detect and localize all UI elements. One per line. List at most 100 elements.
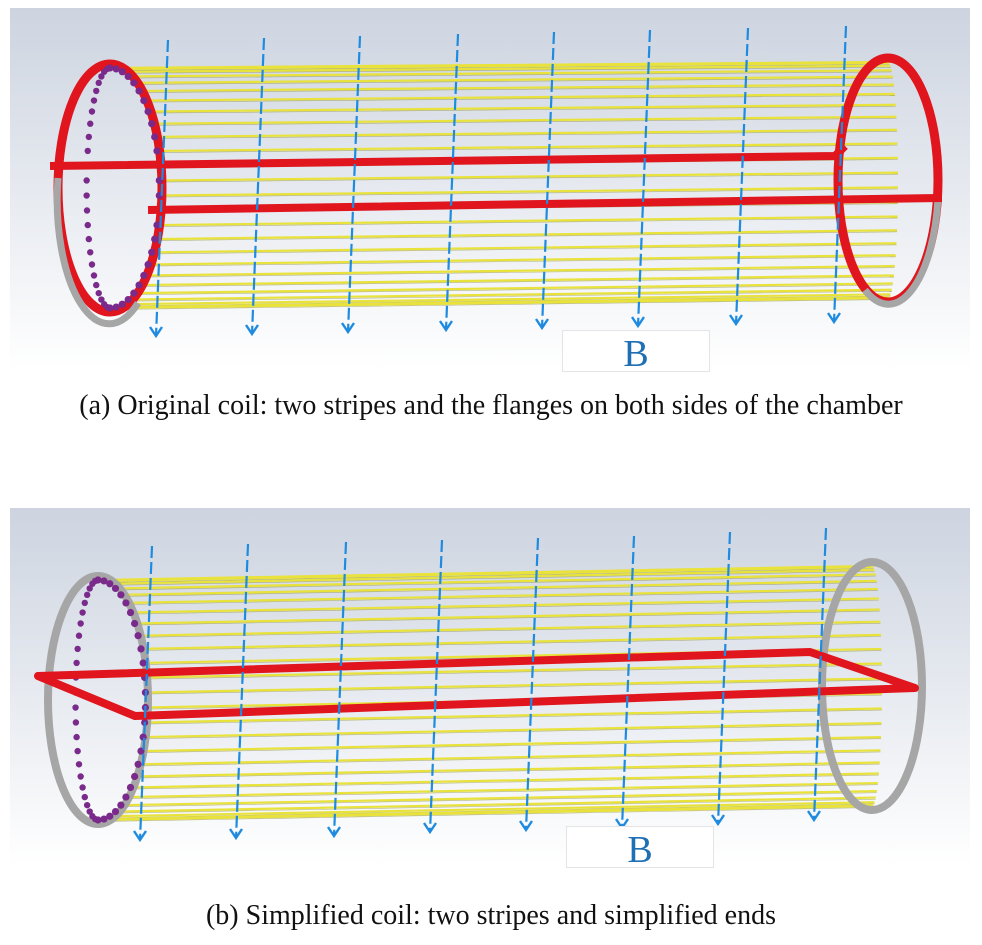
wire-end-dot <box>83 192 90 199</box>
wire-end-dots <box>83 64 163 312</box>
field-arrow-line <box>716 531 732 825</box>
wire-end-dot <box>74 645 81 653</box>
coil-wire-shadow <box>154 231 898 241</box>
coil-wire-shadow <box>144 664 882 680</box>
coil-wire <box>116 61 890 71</box>
coil-wire <box>128 69 892 78</box>
coil-wire-shadow <box>145 679 882 695</box>
coil-wire <box>151 115 897 125</box>
field-arrow-line <box>250 37 266 335</box>
field-arrow-head <box>711 814 725 827</box>
wire-end-dot <box>93 87 100 95</box>
wire-end-dot <box>140 271 148 280</box>
coil-wire <box>156 215 898 227</box>
wire-end-dot <box>79 784 86 791</box>
wire-end-dot <box>93 281 100 289</box>
field-arrow-head <box>133 830 147 843</box>
wire-end-dot <box>117 591 125 599</box>
wire-end-dot <box>89 580 96 587</box>
coil-wire <box>122 293 891 306</box>
field-arrow-head <box>149 326 163 339</box>
wire-end-dot <box>124 295 132 304</box>
right-end-ring <box>818 558 926 814</box>
coil-wire-shadow <box>159 173 898 183</box>
coil-wire-shadow <box>130 774 879 790</box>
coil-wire-shadow <box>109 803 875 819</box>
wire-end-dot <box>98 73 105 80</box>
wire-end-dot <box>111 584 120 593</box>
field-arrow-head <box>729 314 743 327</box>
wire-end-dot <box>134 760 142 768</box>
left-end-ring <box>44 572 152 828</box>
wire-end-dot <box>130 619 139 628</box>
coil-wire <box>138 749 881 766</box>
wire-end-dot <box>83 801 91 809</box>
wire-end-dot <box>111 807 120 816</box>
coil-wires <box>109 60 898 310</box>
wire-end-dot <box>122 793 130 801</box>
wire-end-dot <box>148 248 156 256</box>
wire-end-dot <box>135 281 143 289</box>
wire-end-dot <box>77 620 84 627</box>
wire-end-dot <box>94 816 102 824</box>
coil-wire <box>122 64 891 73</box>
coil-wire-shadow <box>122 295 891 307</box>
wire-end-dot <box>75 761 83 768</box>
field-arrow-line <box>138 545 154 841</box>
wire-end-dot <box>83 207 91 214</box>
left-ring-lower <box>53 177 141 328</box>
coil-wire-shadow <box>151 244 897 255</box>
wire-end-dot <box>85 133 93 141</box>
coil-wire-shadow <box>143 267 895 278</box>
coil-wire-shadow <box>128 291 892 302</box>
wire-end-dot <box>122 599 130 607</box>
wire-end-dot <box>74 747 81 755</box>
coil-wire <box>133 75 893 84</box>
wire-end-dot <box>134 632 142 640</box>
coil-wire <box>143 721 882 739</box>
field-arrow-head <box>519 820 533 833</box>
coil-wire-shadow <box>151 118 897 126</box>
wire-end-dot <box>79 609 86 616</box>
wire-end-dot <box>106 580 114 588</box>
field-arrow-line <box>812 527 828 821</box>
coil-wire-shadow <box>97 807 873 822</box>
caption-original-coil: (a) Original coil: two stripes and the f… <box>79 390 903 421</box>
coil-wire-shadow <box>140 636 882 651</box>
coil-wire <box>145 677 883 694</box>
coil-wire-shadow <box>115 575 876 591</box>
coil-wire <box>148 103 896 113</box>
wire-end-dot <box>90 97 98 104</box>
wire-end-dot <box>98 296 105 303</box>
coil-wire <box>154 128 898 139</box>
wire-end-dot <box>85 235 93 243</box>
field-arrow-line <box>154 39 170 337</box>
coil-wire-shadow <box>156 144 898 153</box>
coil-wire-shadow <box>115 798 876 814</box>
field-label-b: B <box>623 333 649 375</box>
coil-wire <box>97 804 873 822</box>
wire-end-dot <box>126 783 135 792</box>
coil-wire-shadow <box>138 751 881 767</box>
coil-wire-shadow <box>120 792 877 808</box>
coil-wire <box>144 662 882 679</box>
wire-end-dot <box>140 96 148 105</box>
coil-wire-shadow <box>122 67 891 74</box>
wire-end-dot <box>137 645 145 653</box>
caption-simplified-coil: (b) Simplified coil: two stripes and sim… <box>205 900 777 931</box>
field-arrow-line <box>734 27 750 325</box>
wire-end-dot <box>73 659 80 667</box>
coil-diagram-original <box>10 8 970 370</box>
wire-end-dot <box>95 79 102 87</box>
field-arrow-line <box>234 543 250 839</box>
wire-end-dot <box>77 773 84 780</box>
wire-end-dot <box>130 79 138 87</box>
field-arrow-head <box>631 316 645 329</box>
coil-wire <box>128 288 892 301</box>
panel-original-coil: B <box>10 8 970 375</box>
wire-end-dot <box>88 108 96 115</box>
wire-end-dot <box>135 87 143 95</box>
wire-end-dot <box>106 812 114 820</box>
field-arrows <box>133 527 828 843</box>
coil-wire <box>159 186 898 197</box>
